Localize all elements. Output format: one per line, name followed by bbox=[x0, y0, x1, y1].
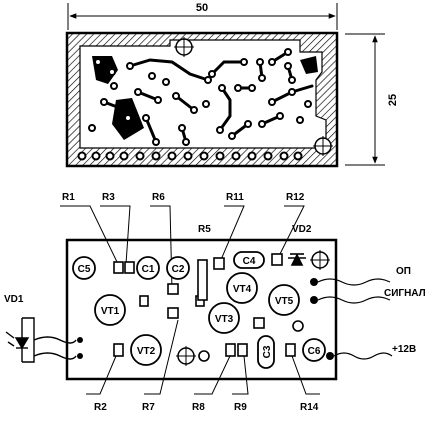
label-r9: R9 bbox=[234, 402, 247, 413]
svg-text:C2: C2 bbox=[172, 264, 185, 275]
mounting-hole-3 bbox=[310, 250, 330, 270]
terminal-signal bbox=[310, 296, 391, 304]
component-placement-view: R1 R3 R6 R11 R12 R5 VD2 VD1 R2 R7 R8 R9 … bbox=[4, 192, 426, 413]
transistor-vt1: VT1 bbox=[94, 294, 126, 326]
capacitor-c1: C1 bbox=[136, 256, 160, 280]
label-r2: R2 bbox=[94, 402, 107, 413]
capacitor-c5: C5 bbox=[72, 256, 96, 280]
label-vd1: VD1 bbox=[4, 294, 24, 305]
label-power: +12В bbox=[392, 344, 416, 355]
label-signal: СИГНАЛ bbox=[384, 288, 426, 299]
svg-text:C4: C4 bbox=[243, 256, 256, 267]
pads-bottom-row bbox=[77, 151, 303, 161]
svg-text:C6: C6 bbox=[308, 346, 321, 357]
label-r11: R11 bbox=[226, 192, 244, 203]
svg-text:C1: C1 bbox=[142, 264, 155, 275]
label-r6: R6 bbox=[152, 192, 165, 203]
pcb-trace-view: 50 25 bbox=[65, 2, 399, 168]
svg-text:VT4: VT4 bbox=[233, 284, 252, 295]
photodiode-vd1 bbox=[5, 317, 77, 363]
label-r12: R12 bbox=[286, 192, 305, 203]
label-vd2: VD2 bbox=[292, 224, 312, 235]
svg-text:VT2: VT2 bbox=[137, 346, 156, 357]
copper-pour-3 bbox=[300, 56, 318, 74]
label-r8: R8 bbox=[192, 402, 205, 413]
label-r5: R5 bbox=[198, 224, 211, 235]
dim-width-label: 50 bbox=[196, 2, 208, 14]
dim-height-label: 25 bbox=[387, 94, 399, 106]
svg-text:C3: C3 bbox=[262, 345, 273, 358]
capacitor-c2: C2 bbox=[166, 256, 190, 280]
transistor-vt3: VT3 bbox=[208, 302, 240, 334]
vias bbox=[198, 320, 304, 362]
terminal-power bbox=[326, 352, 393, 360]
svg-text:VT1: VT1 bbox=[101, 306, 120, 317]
transistor-vt4: VT4 bbox=[226, 272, 258, 304]
resistor-r5-body bbox=[197, 259, 208, 301]
resistor-pads bbox=[113, 253, 296, 357]
label-r7: R7 bbox=[142, 402, 155, 413]
capacitor-c3: C3 bbox=[257, 335, 275, 369]
vd1-leads bbox=[77, 337, 83, 359]
mounting-hole-4 bbox=[176, 346, 196, 366]
terminal-op bbox=[310, 278, 391, 286]
label-op: ОП bbox=[396, 266, 411, 277]
label-r1: R1 bbox=[62, 192, 75, 203]
svg-text:C5: C5 bbox=[78, 264, 91, 275]
mounting-hole-1 bbox=[174, 37, 194, 57]
label-r14: R14 bbox=[300, 402, 319, 413]
mounting-hole-2 bbox=[313, 136, 333, 156]
svg-text:VT5: VT5 bbox=[275, 296, 294, 307]
label-r3: R3 bbox=[102, 192, 115, 203]
svg-text:VT3: VT3 bbox=[215, 314, 234, 325]
transistor-vt5: VT5 bbox=[268, 284, 300, 316]
diode-vd2 bbox=[288, 253, 306, 266]
capacitor-c6: C6 bbox=[302, 338, 326, 362]
transistor-vt2: VT2 bbox=[130, 334, 162, 366]
pads-scattered bbox=[88, 48, 312, 146]
capacitor-c4: C4 bbox=[233, 251, 265, 269]
